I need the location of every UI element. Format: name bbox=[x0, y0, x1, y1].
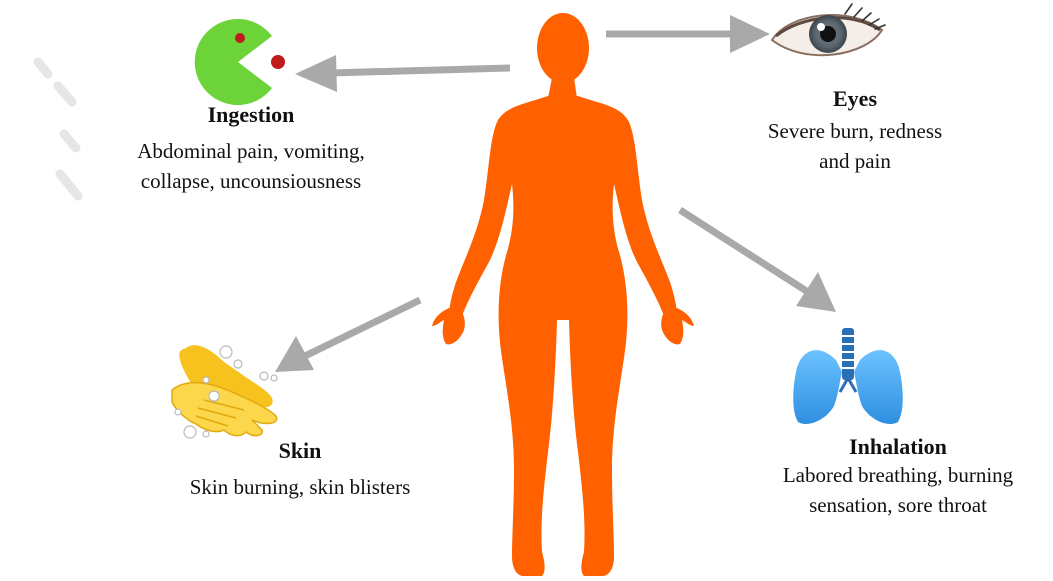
eyes-line-1: Severe burn, redness bbox=[720, 116, 990, 146]
hands-washing-icon bbox=[172, 345, 277, 438]
ingestion-block: Ingestion Abdominal pain, vomiting, coll… bbox=[96, 102, 406, 196]
decorative-dashes bbox=[38, 62, 78, 196]
inhalation-title: Inhalation bbox=[748, 434, 1048, 460]
inhalation-description: Labored breathing, burning sensation, so… bbox=[748, 460, 1048, 520]
inhalation-line-1: Labored breathing, burning bbox=[748, 460, 1048, 490]
inhalation-line-2: sensation, sore throat bbox=[748, 490, 1048, 520]
ingestion-line-2: collapse, uncounsiousness bbox=[96, 166, 406, 196]
lungs-icon bbox=[793, 328, 903, 424]
arrow-to-eyes bbox=[606, 15, 770, 53]
skin-line-1: Skin burning, skin blisters bbox=[150, 472, 450, 502]
eyes-block: Eyes Severe burn, redness and pain bbox=[720, 86, 990, 176]
skin-title: Skin bbox=[150, 438, 450, 464]
skin-block: Skin Skin burning, skin blisters bbox=[150, 438, 450, 502]
skin-description: Skin burning, skin blisters bbox=[150, 472, 450, 502]
arrow-to-inhalation bbox=[680, 210, 836, 312]
eyes-title: Eyes bbox=[720, 86, 990, 112]
arrow-to-skin bbox=[275, 300, 420, 372]
eye-icon bbox=[772, 4, 885, 55]
inhalation-block: Inhalation Labored breathing, burning se… bbox=[748, 434, 1048, 520]
human-body-silhouette bbox=[432, 13, 694, 576]
eyes-line-2: and pain bbox=[720, 146, 990, 176]
ingestion-line-1: Abdominal pain, vomiting, bbox=[96, 136, 406, 166]
arrow-to-ingestion bbox=[295, 55, 510, 92]
ingestion-title: Ingestion bbox=[96, 102, 406, 128]
pacman-mouth-icon bbox=[195, 19, 285, 105]
eyes-description: Severe burn, redness and pain bbox=[720, 116, 990, 176]
ingestion-description: Abdominal pain, vomiting, collapse, unco… bbox=[96, 136, 406, 196]
